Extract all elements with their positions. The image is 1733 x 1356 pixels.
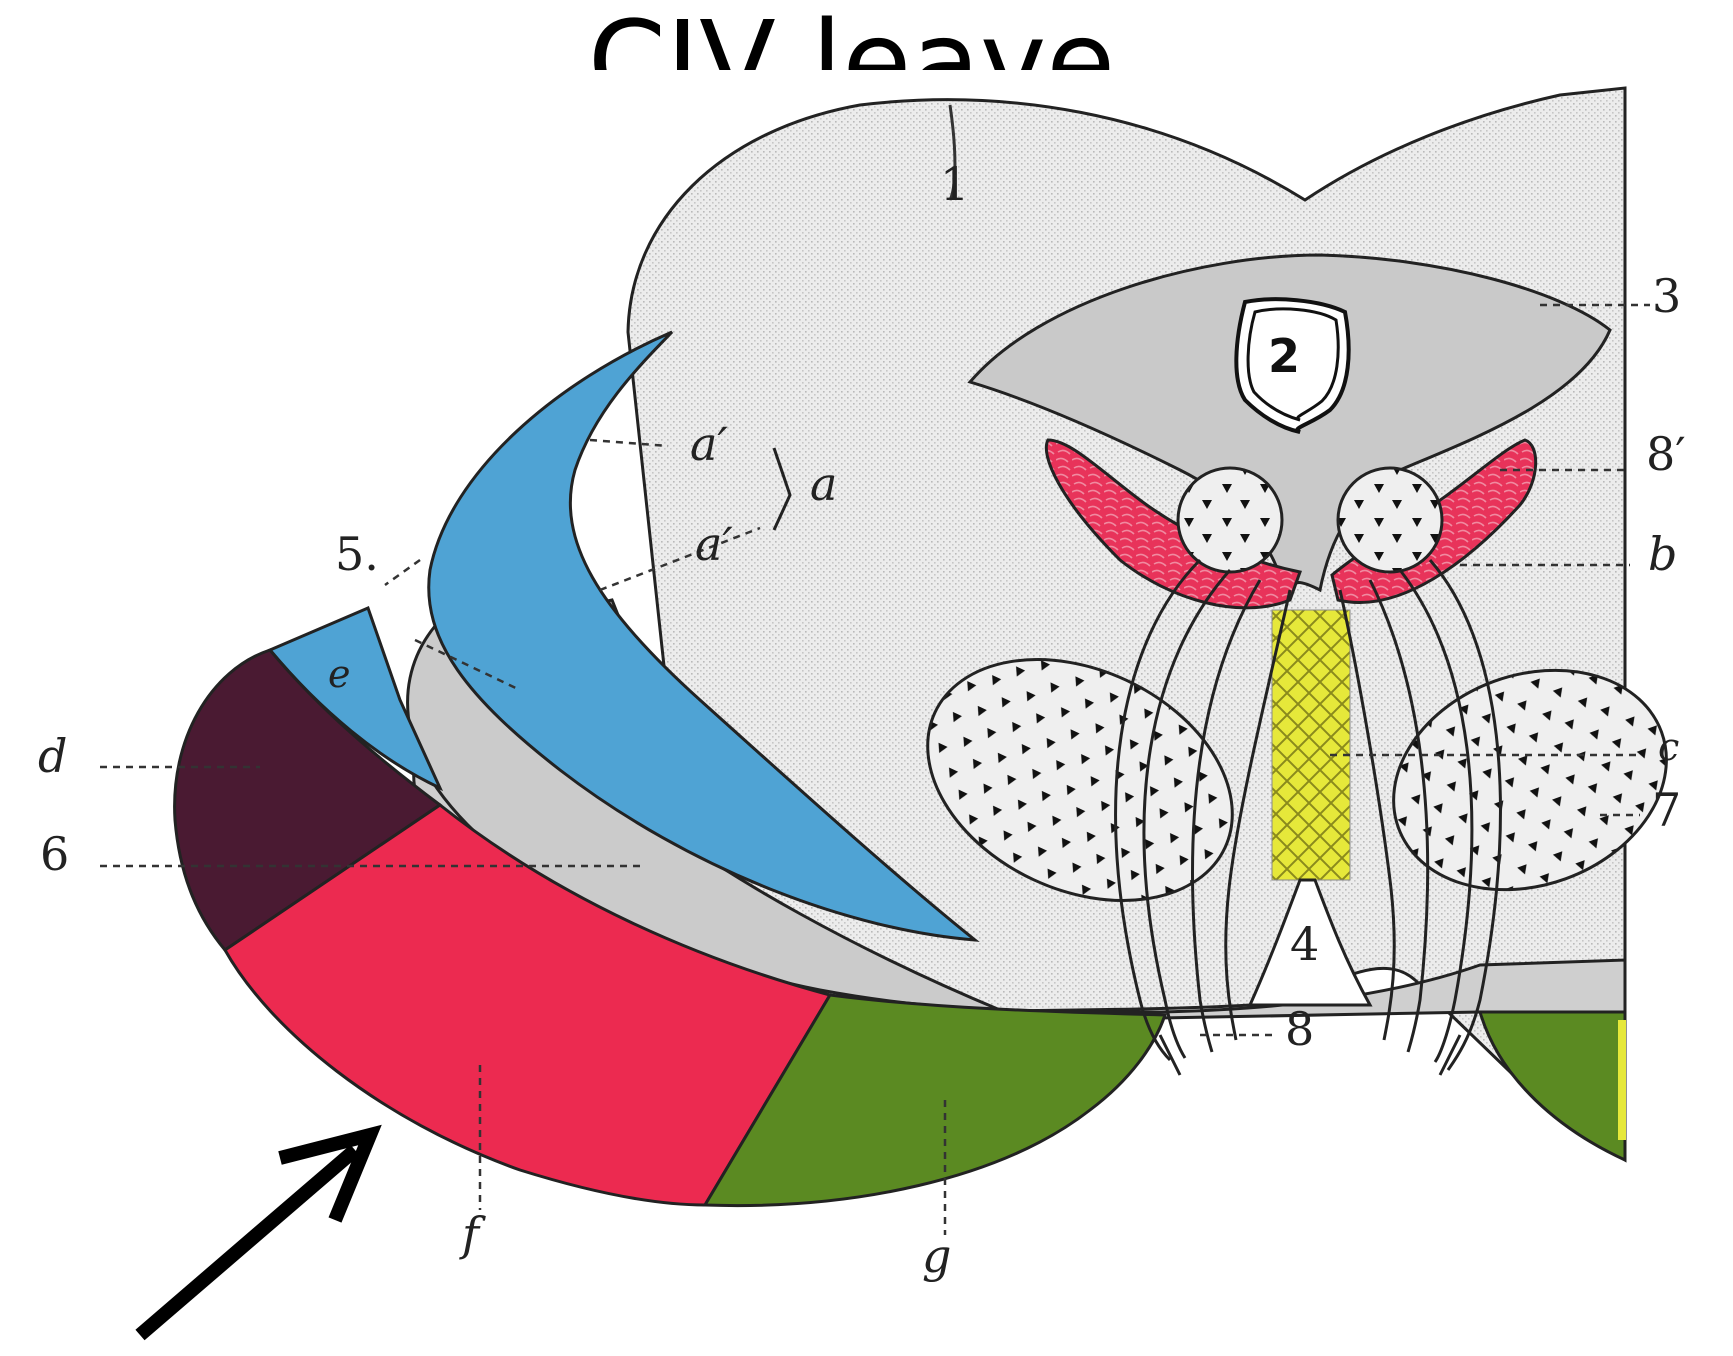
slide-title: CIV leave [0, 0, 1733, 70]
pointer-arrow [135, 1124, 382, 1341]
fiber-tracts-left [1114, 558, 1292, 1076]
slide-title-text: CIV leave [587, 0, 1116, 70]
fiber-tracts-right [1338, 559, 1502, 1076]
label-f: f [459, 1207, 486, 1261]
yellow-edge-right [1618, 1020, 1626, 1140]
a-prime-connectors [384, 438, 792, 692]
label-a-prime-upper: a′ [690, 417, 728, 471]
label-e: e [328, 652, 351, 696]
nucleus-b-right [1336, 466, 1444, 574]
red-segment-f [223, 803, 833, 1207]
yellow-raphe-c [1271, 609, 1351, 881]
label-8: 8 [1285, 1002, 1314, 1056]
dark-purple-segment-d [173, 648, 443, 953]
label-g: g [922, 1229, 951, 1283]
label-6: 6 [40, 827, 69, 881]
label-1: 1 [940, 157, 969, 211]
label-3: 3 [1652, 269, 1681, 323]
label-a: a [810, 457, 837, 511]
label-c: c [1658, 725, 1679, 769]
leader-lines [100, 104, 1650, 1235]
midline-notch-4 [1247, 878, 1373, 1007]
label-5: 5. [335, 527, 379, 581]
label-b: b [1648, 527, 1677, 581]
nucleus-b-left [1176, 466, 1284, 574]
nucleus-7-right [1392, 668, 1668, 892]
blue-crescent [427, 330, 980, 942]
label-2: 2 [1268, 329, 1300, 383]
green-segment-g [702, 993, 1168, 1207]
label-d: d [38, 729, 67, 783]
green-segment-right [1477, 1010, 1627, 1163]
label-8-prime: 8′ [1646, 427, 1686, 481]
label-7: 7 [1652, 783, 1681, 837]
shield-2-inner [1246, 307, 1340, 422]
label-a-prime-lower: a′ [695, 517, 733, 571]
label-4: 4 [1290, 917, 1319, 971]
shield-2-outer [1234, 297, 1351, 434]
